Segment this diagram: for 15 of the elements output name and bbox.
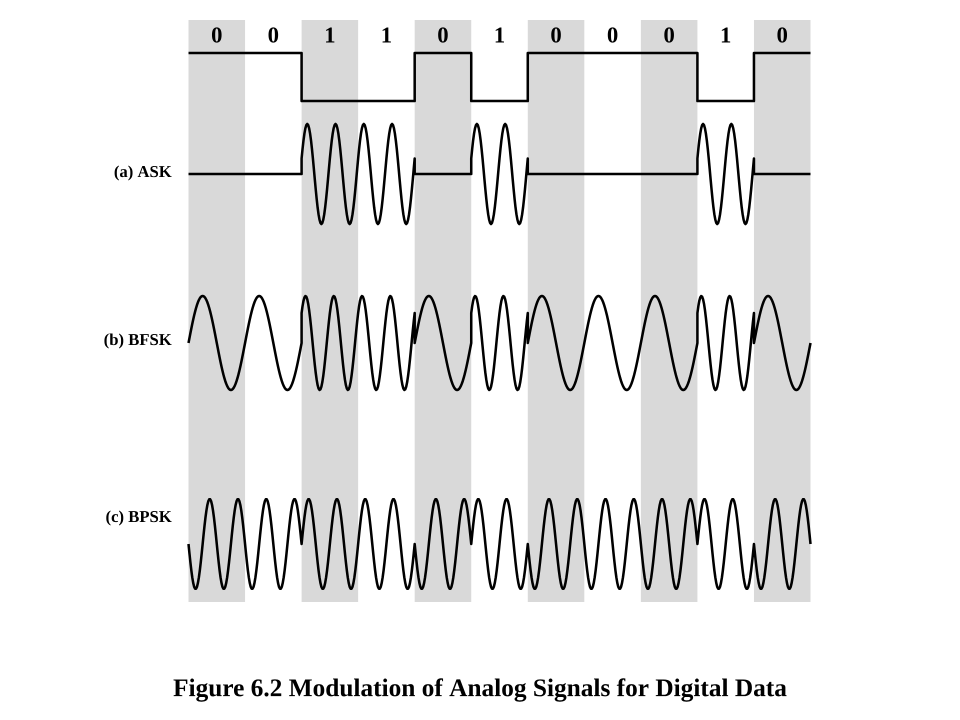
bit-label: 0 (438, 27, 448, 43)
bit-label: 0 (664, 27, 674, 43)
bit-label: 1 (382, 28, 391, 42)
bit-label: 1 (722, 28, 730, 42)
bit-label: 0 (551, 27, 561, 43)
row-label: (a) ASK (114, 165, 172, 181)
row-label: (c) BPSK (106, 510, 172, 526)
bit-label: 0 (268, 27, 278, 43)
bit-label: 0 (608, 27, 618, 43)
bit-label: 1 (326, 28, 334, 42)
figure-caption: Figure 6.2 Modulation of Analog Signals for Digital Data (174, 678, 787, 702)
bit-label: 1 (496, 28, 504, 42)
bit-label: 0 (777, 27, 788, 43)
row-label: (b) BFSK (104, 333, 172, 349)
bit-label: 0 (212, 27, 222, 43)
